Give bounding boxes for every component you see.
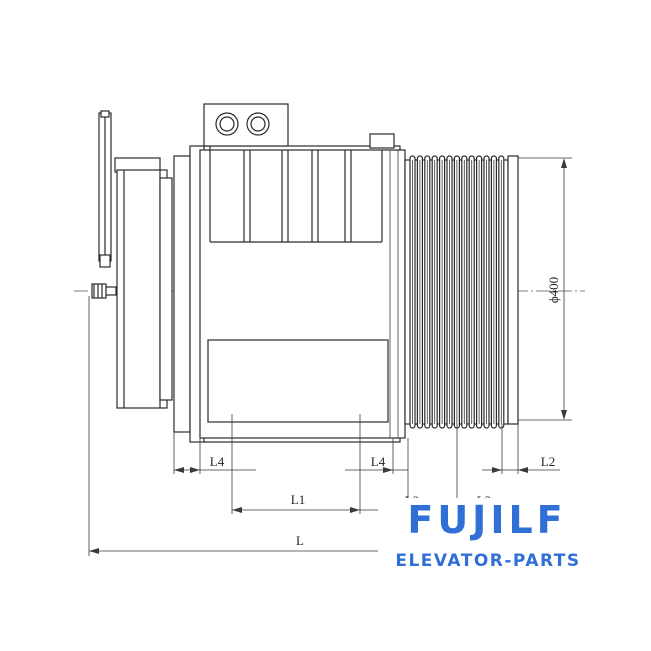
dim-l4-left-group: L4 xyxy=(174,454,256,473)
dim-l: L xyxy=(296,533,304,548)
brake-housing xyxy=(114,157,173,409)
logo-backing xyxy=(378,498,598,576)
traction-sheave xyxy=(404,155,509,429)
extension-lines xyxy=(88,157,572,556)
dim-l1-group: L1 xyxy=(232,492,360,513)
diameter-dimension: ϕ400 xyxy=(546,158,567,420)
dim-l4-left: L4 xyxy=(210,454,225,469)
dim-diameter: ϕ400 xyxy=(546,277,561,303)
brake-lever xyxy=(98,110,112,268)
dim-l2-right-group: L2 xyxy=(482,454,560,473)
brand-tagline: ELEVATOR-PARTS xyxy=(395,551,581,571)
dim-l4-right-group: L4 xyxy=(345,454,408,473)
dim-l2-right: L2 xyxy=(541,454,555,469)
dim-l1: L1 xyxy=(291,492,305,507)
dim-l-group: L xyxy=(89,533,420,554)
motor-body xyxy=(199,145,406,443)
dim-l4-right: L4 xyxy=(371,454,386,469)
top-cap xyxy=(369,133,395,149)
end-flange xyxy=(507,155,519,425)
terminal-box xyxy=(203,103,289,150)
brand-logo: FUJILF xyxy=(407,498,567,542)
center-bolt xyxy=(91,283,117,299)
